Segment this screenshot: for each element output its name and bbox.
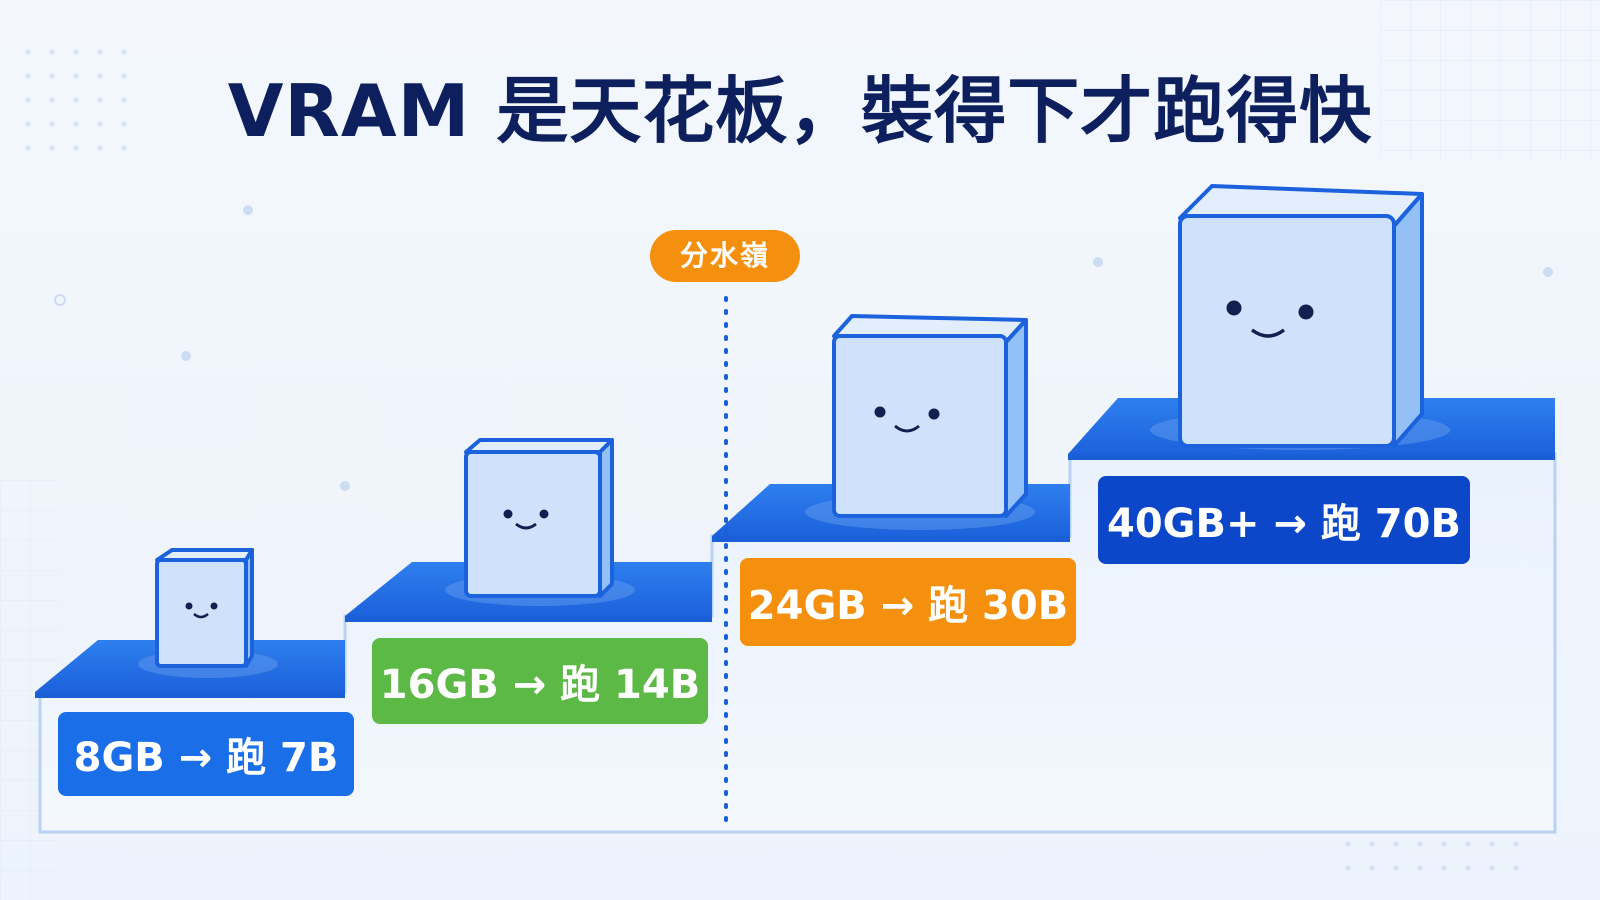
cube-8gb [155,548,254,668]
cube-24gb [832,314,1028,518]
page-title: VRAM 是天花板，裝得下才跑得快 [227,69,1373,153]
cube-40gb [1178,184,1424,448]
divider-tag: 分水嶺 [650,230,800,282]
cube-16gb [464,438,614,598]
step-label-16gb: 16GB → 跑 14B [372,638,708,724]
step-label-8gb: 8GB → 跑 7B [58,712,354,796]
step-label-40gb: 40GB+ → 跑 70B [1098,476,1470,564]
step-label-24gb: 24GB → 跑 30B [740,558,1076,646]
